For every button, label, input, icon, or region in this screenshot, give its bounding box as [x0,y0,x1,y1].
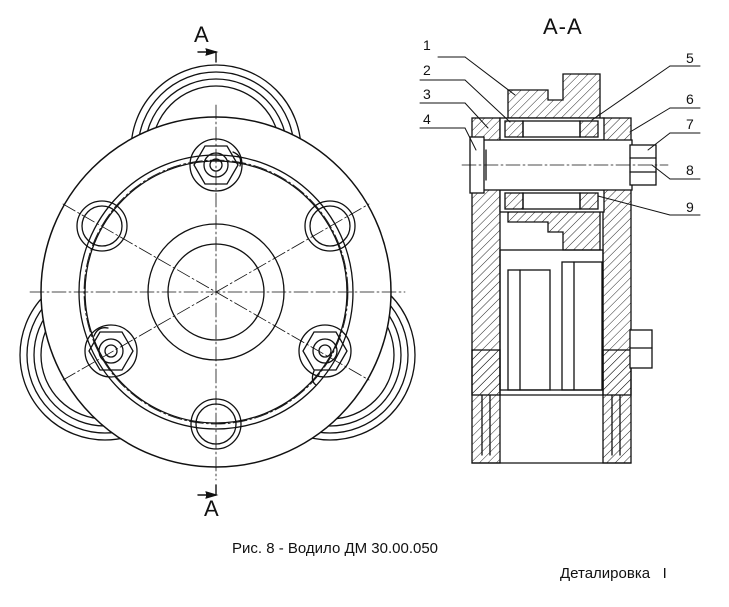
section-marker-bottom: A [204,496,220,521]
callout-8: 8 [686,162,694,178]
callout-2: 2 [423,62,431,78]
planet-gear-lower-b [561,261,603,391]
gear-rim-lower [507,209,601,251]
front-view [19,48,416,499]
callout-3: 3 [423,86,431,102]
planet-gear-lower-a [507,269,551,391]
leader-lines [419,56,701,216]
callout-9: 9 [686,199,694,215]
centerlines [29,104,406,481]
figure-caption: Рис. 8 - Водило ДМ 30.00.050 [232,540,439,557]
axle-nut-top [189,138,243,192]
section-marker-top: A [194,22,210,47]
callout-4: 4 [423,111,431,127]
spline-lines [481,394,621,456]
callout-7: 7 [686,116,694,132]
axle-nut-left [84,324,138,378]
section-view [419,56,701,464]
footer-section-label: Деталировка I [560,565,667,582]
lightening-holes [76,200,356,450]
callout-6: 6 [686,91,694,107]
bearing-rollers [504,120,599,210]
section-markers [197,48,219,499]
axle-nut-right [298,324,352,386]
callout-1: 1 [423,37,431,53]
gear-rim-top [507,73,601,119]
section-view-title: A-A [543,14,583,39]
callout-5: 5 [686,50,694,66]
